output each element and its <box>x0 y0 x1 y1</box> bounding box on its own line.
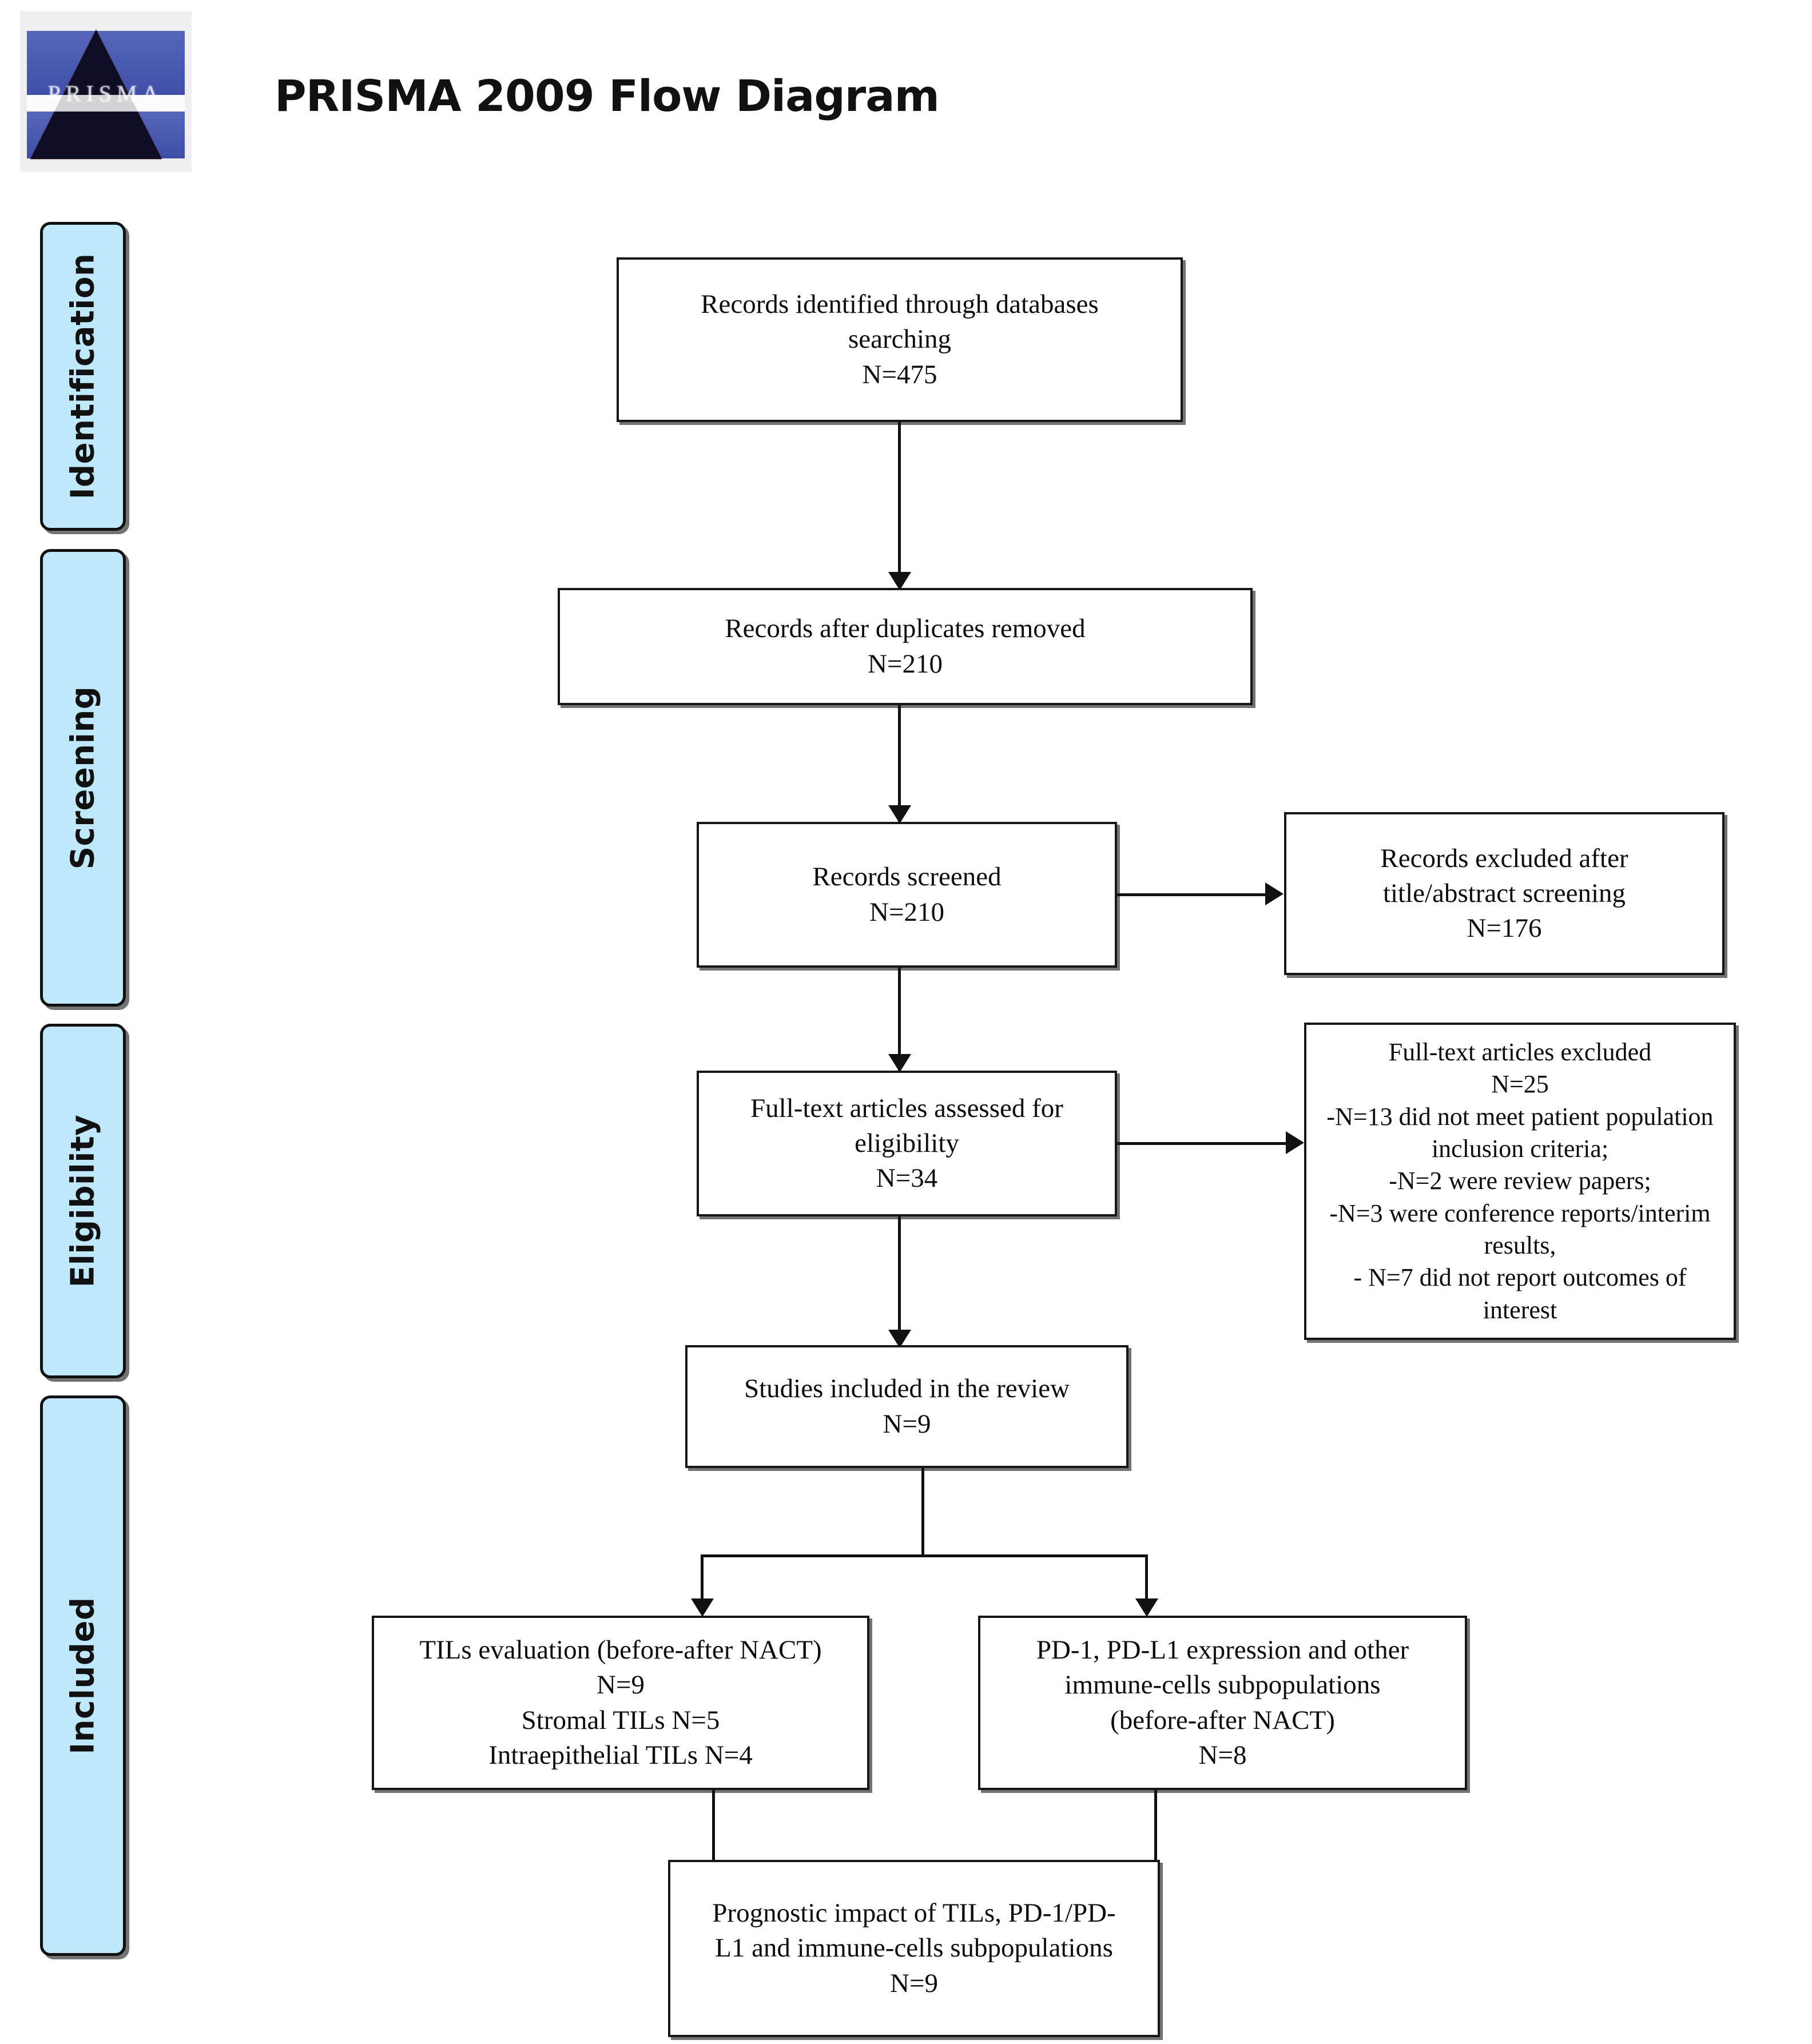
box-records-identified-text: Records identified through databases sea… <box>701 289 1099 389</box>
box-records-after-duplicates: Records after duplicates removed N=210 <box>558 588 1253 705</box>
stage-label-screening: Screening <box>64 686 102 870</box>
box-fulltext-excluded-text: Full-text articles excluded N=25 -N=13 d… <box>1326 1038 1714 1324</box>
logo-white-strip-icon <box>27 95 185 112</box>
box-fulltext-assessed: Full-text articles assessed for eligibil… <box>697 1071 1117 1216</box>
connector-identified-to-duplicates <box>898 422 901 579</box>
box-studies-included-text: Studies included in the review N=9 <box>744 1374 1070 1439</box>
logo-wordmark: PRISMA <box>47 81 164 106</box>
connector-screened-to-fulltext <box>898 968 901 1071</box>
box-records-excluded: Records excluded after title/abstract sc… <box>1284 812 1724 975</box>
box-records-after-duplicates-text: Records after duplicates removed N=210 <box>725 614 1086 679</box>
box-tils-evaluation-text: TILs evaluation (before-after NACT) N=9 … <box>419 1635 822 1770</box>
box-records-screened: Records screened N=210 <box>697 822 1117 968</box>
connector-fulltext-to-excluded <box>1117 1142 1292 1145</box>
arrowhead-screened-to-fulltext <box>888 1054 911 1072</box>
page-title: PRISMA 2009 Flow Diagram <box>275 70 940 121</box>
connector-included-split-right <box>1145 1554 1148 1606</box>
box-records-excluded-text: Records excluded after title/abstract sc… <box>1380 843 1628 944</box>
connector-duplicates-to-screened <box>898 705 901 822</box>
prisma-logo: PRISMA <box>20 11 192 172</box>
stage-label-included: Included <box>64 1597 102 1755</box>
box-pd1-expression-text: PD-1, PD-L1 expression and other immune-… <box>1036 1635 1409 1770</box>
connector-merge-left <box>712 1790 715 1884</box>
arrowhead-fulltext-to-included <box>888 1330 911 1348</box>
stage-chip-screening: Screening <box>40 549 126 1007</box>
box-records-identified: Records identified through databases sea… <box>617 257 1183 422</box>
arrowhead-fulltext-to-excluded <box>1286 1131 1304 1154</box>
connector-merge-right <box>1154 1790 1157 1884</box>
arrowhead-split-right <box>1135 1598 1158 1617</box>
stage-chip-identification: Identification <box>40 222 126 531</box>
box-prognostic-impact-text: Prognostic impact of TILs, PD-1/PD- L1 a… <box>712 1898 1116 1998</box>
connector-included-split-left <box>701 1554 704 1606</box>
stage-chip-included: Included <box>40 1395 126 1956</box>
stage-label-eligibility: Eligibility <box>64 1114 102 1288</box>
stage-chip-eligibility: Eligibility <box>40 1024 126 1378</box>
page-header: PRISMA PRISMA 2009 Flow Diagram <box>0 0 1812 189</box>
box-prognostic-impact: Prognostic impact of TILs, PD-1/PD- L1 a… <box>668 1860 1160 2037</box>
arrowhead-split-left <box>691 1598 714 1617</box>
box-tils-evaluation: TILs evaluation (before-after NACT) N=9 … <box>372 1616 869 1790</box>
connector-fulltext-to-included <box>898 1216 901 1348</box>
box-records-screened-text: Records screened N=210 <box>812 862 1002 927</box>
connector-included-split-bar <box>701 1554 1148 1557</box>
prism-triangle-icon <box>30 30 162 159</box>
arrowhead-screened-to-excluded <box>1265 882 1284 905</box>
arrowhead-identified-to-duplicates <box>888 572 911 590</box>
arrowhead-duplicates-to-screened <box>888 805 911 824</box>
connector-screened-to-excluded <box>1117 893 1271 896</box>
box-studies-included: Studies included in the review N=9 <box>685 1345 1128 1468</box>
connector-included-split-stem <box>921 1468 924 1556</box>
box-fulltext-assessed-text: Full-text articles assessed for eligibil… <box>750 1093 1063 1194</box>
box-pd1-expression: PD-1, PD-L1 expression and other immune-… <box>978 1616 1467 1790</box>
stage-label-identification: Identification <box>64 253 102 500</box>
box-fulltext-excluded: Full-text articles excluded N=25 -N=13 d… <box>1304 1023 1736 1340</box>
